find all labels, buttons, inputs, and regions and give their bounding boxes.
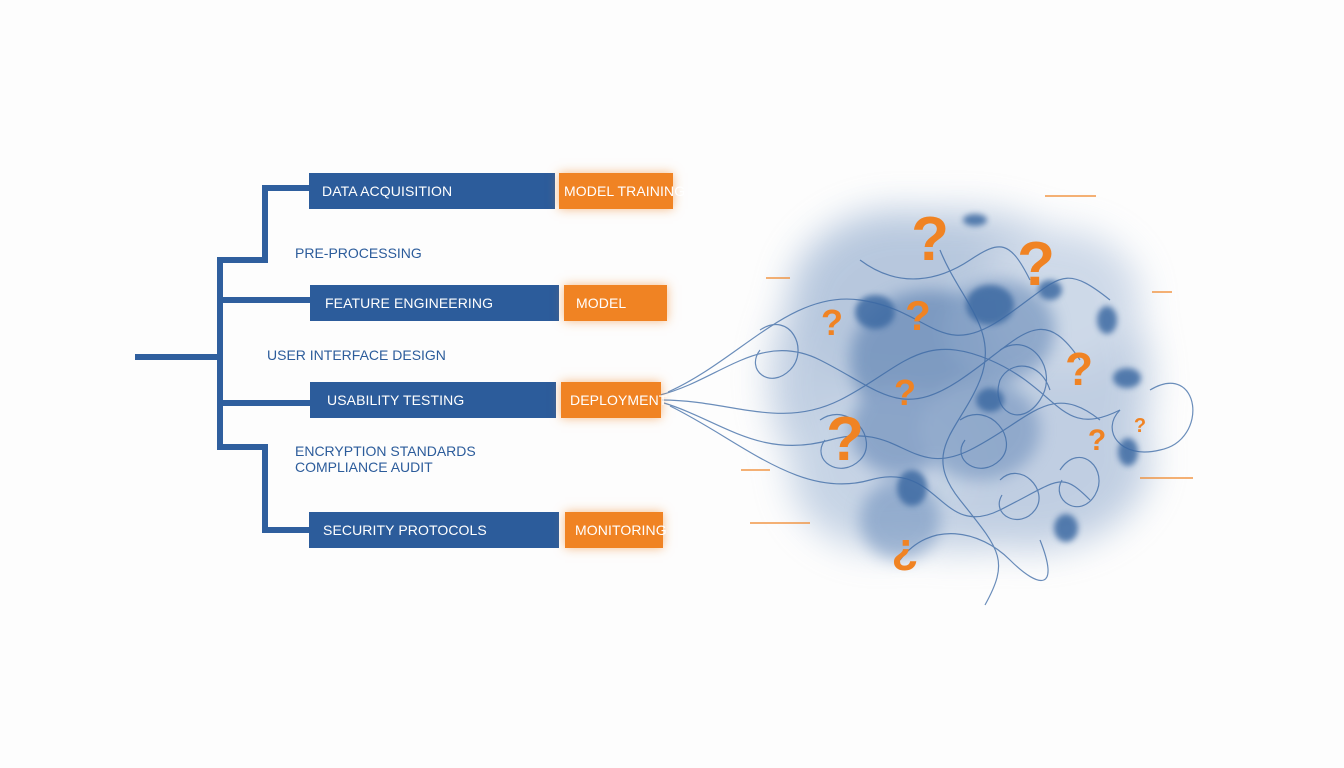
stage-box-feature-engineering: FEATURE ENGINEERING (310, 285, 559, 321)
stage-box-model-training: MODEL TRAINING (559, 173, 685, 209)
stage-box-usability-testing: USABILITY TESTING (310, 382, 556, 418)
question-mark-icon: ? (826, 405, 864, 474)
stage-label: DATA ACQUISITION (322, 183, 453, 199)
stage-box-monitoring: MONITORING (565, 512, 667, 548)
question-mark-icon: ? (1065, 343, 1093, 395)
tree-branch-upper (217, 185, 313, 263)
tangled-strands (659, 246, 1194, 606)
question-mark-icon: ? (911, 205, 949, 274)
tree-branch-lower (217, 444, 313, 533)
stage-label: FEATURE ENGINEERING (325, 295, 494, 311)
question-mark-icon: ? (894, 372, 916, 413)
question-mark-icon: ? (1017, 230, 1055, 299)
stage-box-deployment: DEPLOYMENT (561, 382, 667, 418)
stage-label: SECURITY PROTOCOLS (323, 522, 487, 538)
stage-label: DEPLOYMENT (570, 392, 668, 408)
label-compliance-audit: COMPLIANCE AUDIT (295, 459, 433, 475)
question-marks: ? ? ? ? ? ? ? ? ? ¿ (821, 205, 1146, 573)
stage-label: USABILITY TESTING (327, 392, 465, 408)
inverted-question-mark-icon: ¿ (892, 524, 919, 573)
stage-label: MODEL (576, 295, 627, 311)
label-encryption-standards: ENCRYPTION STANDARDS (295, 443, 476, 459)
stage-label: MODEL TRAINING (564, 183, 686, 199)
chaos-cloud (659, 195, 1194, 606)
question-mark-icon: ? (905, 292, 931, 339)
stage-box-model: MODEL (564, 285, 667, 321)
label-pre-processing: PRE-PROCESSING (295, 245, 422, 261)
question-mark-icon: ? (1088, 424, 1106, 457)
stage-box-data-acquisition: DATA ACQUISITION (309, 173, 555, 209)
label-user-interface-design: USER INTERFACE DESIGN (267, 347, 446, 363)
stage-box-security-protocols: SECURITY PROTOCOLS (309, 512, 559, 548)
question-mark-icon: ? (1134, 415, 1146, 437)
question-mark-icon: ? (821, 302, 843, 343)
orange-dashes (741, 195, 1193, 524)
stage-label: MONITORING (575, 522, 667, 538)
bracket-tree (135, 185, 313, 533)
